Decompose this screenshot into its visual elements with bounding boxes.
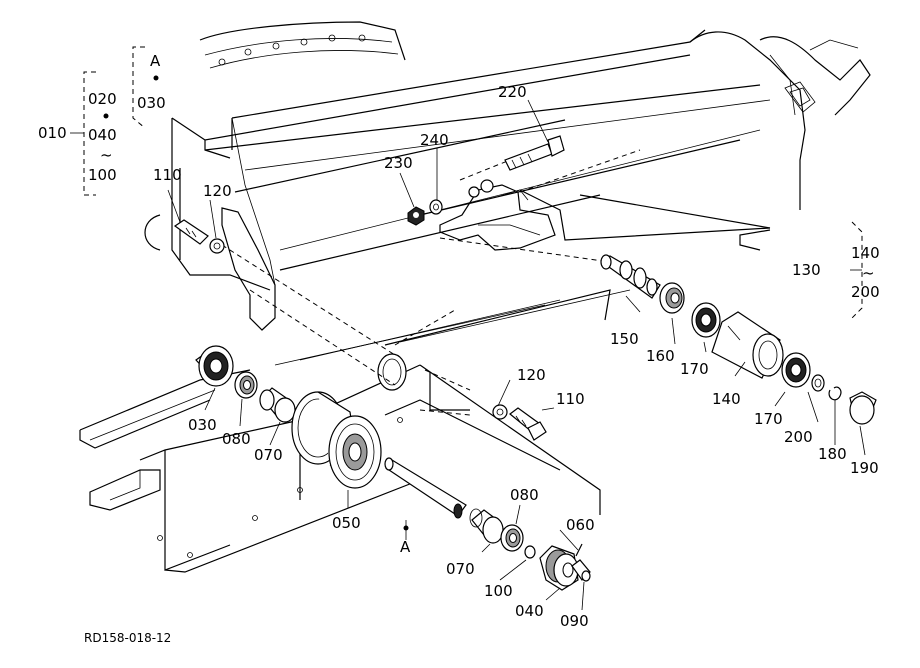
- callout-100-range: 100: [88, 166, 117, 184]
- oring-100: [524, 545, 536, 559]
- callout-200-range: 200: [851, 283, 880, 301]
- pin-060: [575, 543, 583, 557]
- callout-240: 240: [420, 131, 449, 149]
- frame-structure: [79, 21, 871, 573]
- nut-230: [407, 206, 425, 226]
- drawing-code: RD158-018-12: [84, 631, 171, 645]
- callout-180: 180: [818, 445, 847, 463]
- callout-170-upper: 170: [680, 360, 709, 378]
- callout-220: 220: [498, 83, 527, 101]
- callout-050: 050: [332, 514, 361, 532]
- bolt-220: [504, 135, 565, 171]
- callout-080-lower: 080: [510, 486, 539, 504]
- end-cap-040: [539, 545, 579, 591]
- callout-labels: 010 020 040 ~ 100 A 030 110 120 220 240 …: [38, 52, 880, 645]
- snap-ring-180: [828, 386, 842, 401]
- callout-030-upper: 030: [137, 94, 166, 112]
- callout-020: 020: [88, 90, 117, 108]
- collar-070-lower: [469, 508, 504, 544]
- washer-120-lower: [492, 404, 508, 420]
- seal-080-lower: [500, 524, 524, 552]
- callout-140-range: 140: [851, 244, 880, 262]
- callout-110-upper: 110: [153, 166, 182, 184]
- callout-130: 130: [792, 261, 821, 279]
- bearing-170-upper: [691, 302, 721, 338]
- callout-100-lower: 100: [484, 582, 513, 600]
- roller-140: [711, 311, 784, 379]
- callout-060: 060: [566, 516, 595, 534]
- callout-120-lower: 120: [517, 366, 546, 384]
- callout-040-range: 040: [88, 126, 117, 144]
- callout-110-lower: 110: [556, 390, 585, 408]
- reference-dashed-lines: [221, 139, 641, 416]
- callout-a-upper: A: [150, 52, 161, 70]
- collar-070-left: [259, 387, 296, 423]
- shaft-a: [384, 457, 467, 519]
- callout-tilde-2: ~: [862, 264, 875, 282]
- callout-010: 010: [38, 124, 67, 142]
- callout-080-left: 080: [222, 430, 251, 448]
- callout-200: 200: [784, 428, 813, 446]
- callout-150: 150: [610, 330, 639, 348]
- bearing-170-lower: [781, 352, 811, 388]
- bearing-030: [195, 345, 234, 387]
- callout-tilde-1: ~: [100, 146, 113, 164]
- callout-040-lower: 040: [515, 602, 544, 620]
- callout-a-lower: A: [400, 538, 411, 556]
- idler-050: [291, 391, 382, 489]
- leader-lines: [70, 46, 866, 611]
- callout-140: 140: [712, 390, 741, 408]
- washer-240: [429, 199, 443, 215]
- cap-190: [849, 391, 877, 425]
- callout-230: 230: [384, 154, 413, 172]
- callout-090: 090: [560, 612, 589, 630]
- callout-070-lower: 070: [446, 560, 475, 578]
- callout-190: 190: [850, 459, 879, 477]
- callout-160: 160: [646, 347, 675, 365]
- seal-160: [659, 282, 685, 314]
- plug-090: [571, 559, 591, 582]
- callout-170-lower: 170: [754, 410, 783, 428]
- callout-120-upper: 120: [203, 182, 232, 200]
- bolt-110-lower: [509, 407, 547, 441]
- ring-200: [811, 374, 825, 392]
- washer-120-upper: [209, 238, 225, 254]
- shaft-150: [600, 254, 661, 299]
- bolt-110-upper: [173, 219, 209, 245]
- seal-080-left: [234, 371, 258, 399]
- callout-070-left: 070: [254, 446, 283, 464]
- callout-030-lower: 030: [188, 416, 217, 434]
